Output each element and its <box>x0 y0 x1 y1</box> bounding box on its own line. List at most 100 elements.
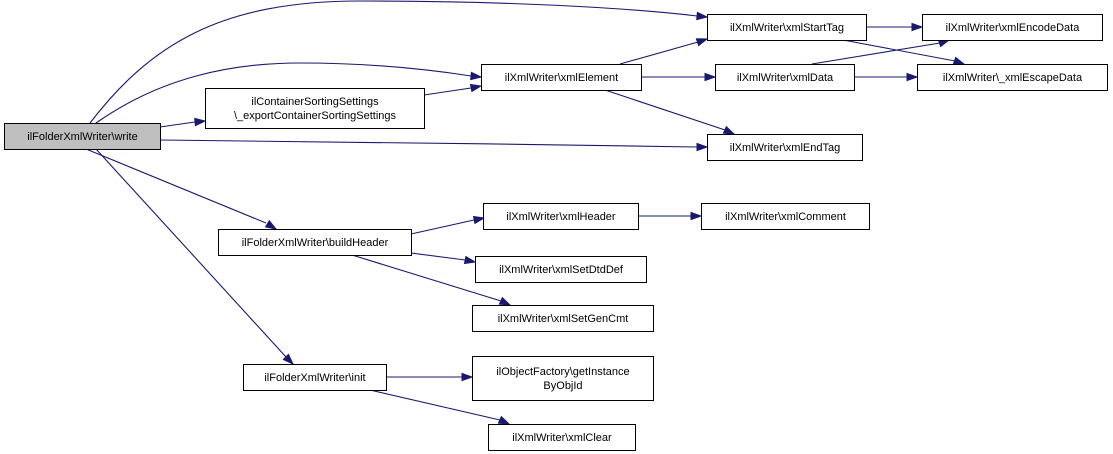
edge-line <box>369 389 501 421</box>
node-box <box>701 203 870 230</box>
node-box <box>488 424 636 451</box>
arrowhead-icon <box>264 219 278 230</box>
arrowhead-icon <box>704 72 717 82</box>
edge-xmlStartTag-to-xmlEscapeData <box>842 39 966 65</box>
node-label: ilXmlWriter\xmlStartTag <box>730 22 844 34</box>
node-xmlStartTag[interactable]: ilXmlWriter\xmlStartTag <box>707 14 867 41</box>
edge-xmlData-to-xmlEncodeData <box>811 39 951 65</box>
edge-write-to-xmlStartTag <box>89 0 709 124</box>
edge-xmlElement-to-xmlData <box>641 72 717 82</box>
node-box <box>917 64 1108 91</box>
node-xmlEscapeData[interactable]: ilXmlWriter\_xmlEscapeData <box>917 64 1108 91</box>
node-label: ilFolderXmlWriter\buildHeader <box>242 237 389 249</box>
arrowhead-icon <box>461 372 474 382</box>
edge-xmlHeader-to-xmlComment <box>638 211 703 221</box>
edge-write-to-xmlElement <box>95 62 483 124</box>
node-xmlElement[interactable]: ilXmlWriter\xmlElement <box>481 64 642 91</box>
node-label: ilXmlWriter\xmlSetDtdDef <box>499 264 624 276</box>
edge-write-to-exportSort <box>159 117 207 128</box>
edge-write-to-xmlEndTag <box>159 139 709 152</box>
node-label: ilXmlWriter\xmlClear <box>512 432 612 444</box>
node-label: ilXmlWriter\xmlSetGenCmt <box>498 313 629 325</box>
edge-write-to-init <box>95 148 295 366</box>
node-label: \_exportContainerSortingSettings <box>234 110 397 122</box>
node-xmlEndTag[interactable]: ilXmlWriter\xmlEndTag <box>707 134 863 161</box>
node-write[interactable]: ilFolderXmlWriter\write <box>4 123 161 150</box>
node-box <box>481 64 642 91</box>
node-label: ilXmlWriter\xmlComment <box>725 211 846 223</box>
edge-line <box>410 219 475 235</box>
edge-line <box>410 252 466 261</box>
node-label: ilXmlWriter\xmlData <box>737 72 834 84</box>
node-xmlComment[interactable]: ilXmlWriter\xmlComment <box>701 203 870 230</box>
node-label: ilContainerSortingSettings <box>251 96 379 108</box>
arrowhead-icon <box>498 296 512 306</box>
edge-buildHeader-to-xmlSetDtdDef <box>410 252 477 265</box>
arrowhead-icon <box>690 211 703 221</box>
node-init[interactable]: ilFolderXmlWriter\init <box>243 364 387 391</box>
node-box <box>483 203 639 230</box>
node-label: ilXmlWriter\xmlEncodeData <box>946 22 1081 34</box>
edge-line <box>604 89 726 131</box>
arrowhead-icon <box>463 255 477 265</box>
arrowhead-icon <box>696 142 709 152</box>
node-label: ilObjectFactory\getInstance <box>496 366 629 378</box>
node-box <box>472 305 654 332</box>
arrowhead-icon <box>282 353 295 366</box>
node-xmlEncodeData[interactable]: ilXmlWriter\xmlEncodeData <box>922 14 1103 41</box>
node-label: ilXmlWriter\xmlElement <box>505 72 618 84</box>
edge-line <box>85 148 267 224</box>
node-xmlHeader[interactable]: ilXmlWriter\xmlHeader <box>483 203 639 230</box>
node-label: ilXmlWriter\xmlHeader <box>506 211 616 223</box>
arrowhead-icon <box>497 415 511 425</box>
node-exportSort[interactable]: ilContainerSortingSettings \_exportContai… <box>205 88 425 129</box>
arrowhead-icon <box>469 83 483 93</box>
arrowhead-icon <box>722 125 736 135</box>
node-box <box>707 14 867 41</box>
edge-line <box>159 121 196 128</box>
node-box <box>4 123 161 150</box>
arrowhead-icon <box>194 117 207 127</box>
node-label: ilFolderXmlWriter\init <box>264 372 365 384</box>
edge-line <box>842 39 956 62</box>
node-box <box>218 229 412 256</box>
edge-exportSort-to-xmlElement <box>423 83 483 96</box>
edge-buildHeader-to-xmlSetGenCmt <box>351 254 512 306</box>
edge-line <box>619 41 699 65</box>
node-xmlData[interactable]: ilXmlWriter\xmlData <box>715 64 855 91</box>
edge-xmlElement-to-xmlEndTag <box>604 89 736 135</box>
node-box <box>472 356 654 401</box>
node-xmlSetGenCmt[interactable]: ilXmlWriter\xmlSetGenCmt <box>472 305 654 332</box>
edge-xmlData-to-xmlEscapeData <box>854 72 919 82</box>
edge-init-to-getInstanceByObjId <box>386 372 474 382</box>
edge-xmlElement-to-xmlStartTag <box>619 38 709 65</box>
edge-line <box>159 139 698 148</box>
edge-line <box>423 87 472 96</box>
node-buildHeader[interactable]: ilFolderXmlWriter\buildHeader <box>218 229 412 256</box>
node-box <box>707 134 863 161</box>
arrowhead-icon <box>472 215 486 225</box>
edge-line <box>95 62 472 124</box>
edge-write-to-buildHeader <box>85 148 278 230</box>
edge-line <box>351 254 502 302</box>
function-nodes: ilFolderXmlWriter\write ilContainerSortin… <box>4 14 1108 451</box>
edge-line <box>811 42 941 65</box>
node-xmlSetDtdDef[interactable]: ilXmlWriter\xmlSetDtdDef <box>475 256 647 283</box>
arrowhead-icon <box>911 22 924 32</box>
node-box <box>715 64 855 91</box>
node-box <box>475 256 647 283</box>
arrowhead-icon <box>952 56 966 65</box>
node-box <box>205 88 425 129</box>
node-xmlClear[interactable]: ilXmlWriter\xmlClear <box>488 424 636 451</box>
call-edges <box>85 0 966 425</box>
edge-xmlStartTag-to-xmlEncodeData <box>866 22 924 32</box>
node-label: ilFolderXmlWriter\write <box>27 131 137 143</box>
node-box <box>243 364 387 391</box>
arrowhead-icon <box>696 11 709 21</box>
node-box <box>922 14 1103 41</box>
edge-line <box>95 148 287 358</box>
arrowhead-icon <box>695 38 709 47</box>
edge-init-to-xmlClear <box>369 389 511 425</box>
arrowhead-icon <box>906 72 919 82</box>
